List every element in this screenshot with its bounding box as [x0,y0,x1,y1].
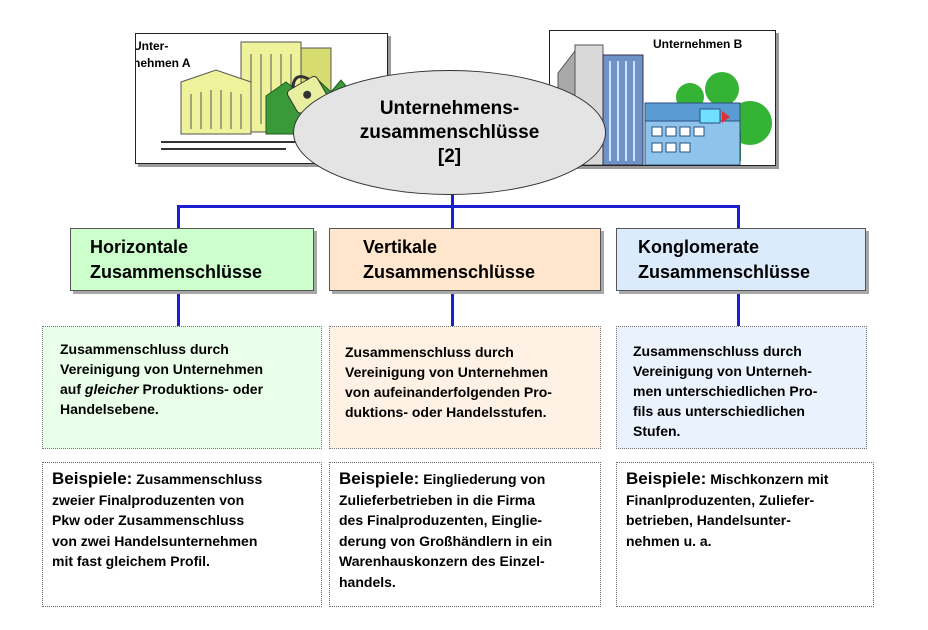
examples-conglomerate: Beispiele: Mischkonzern mit Finanlproduz… [616,462,874,607]
connector-left-lower [177,293,180,329]
connector-trunk [451,188,454,208]
examples-vertical: Beispiele: Eingliederung von Zulieferbet… [329,462,601,607]
company-b-label: Unternehmen B [653,37,743,51]
connector-right-drop [737,205,740,229]
title-ellipse: Unternehmens- zusammenschlüsse [2] [293,70,606,195]
examples-lead: Beispiele: [52,469,133,488]
description-conglomerate: Zusammenschluss durch Vereinigung von Un… [616,326,867,449]
heading-conglomerate: Konglomerate Zusammenschlüsse [616,228,866,291]
title-line-2: zusammenschlüsse [359,121,540,143]
title-line-1: Unternehmens- [379,97,520,119]
title-line-3: [2] [437,145,462,167]
connector-left-drop [177,205,180,229]
company-a-label: Unter- nehmen A [135,39,191,70]
emphasis-gleicher: gleicher [84,381,139,397]
connector-right-lower [737,293,740,329]
examples-horizontal: Beispiele: Zusammenschluss zweier Finalp… [42,462,322,607]
connector-horizontal [177,205,740,208]
description-vertical: Zusammenschluss durch Vereinigung von Un… [329,326,601,449]
connector-middle-lower [451,293,454,329]
connector-middle-drop [451,205,454,229]
description-horizontal: Zusammenschluss durch Vereinigung von Un… [42,326,322,449]
examples-lead: Beispiele: [626,469,707,488]
heading-horizontal: Horizontale Zusammenschlüsse [70,228,314,291]
examples-lead: Beispiele: [339,469,420,488]
heading-vertical: Vertikale Zusammenschlüsse [329,228,601,291]
